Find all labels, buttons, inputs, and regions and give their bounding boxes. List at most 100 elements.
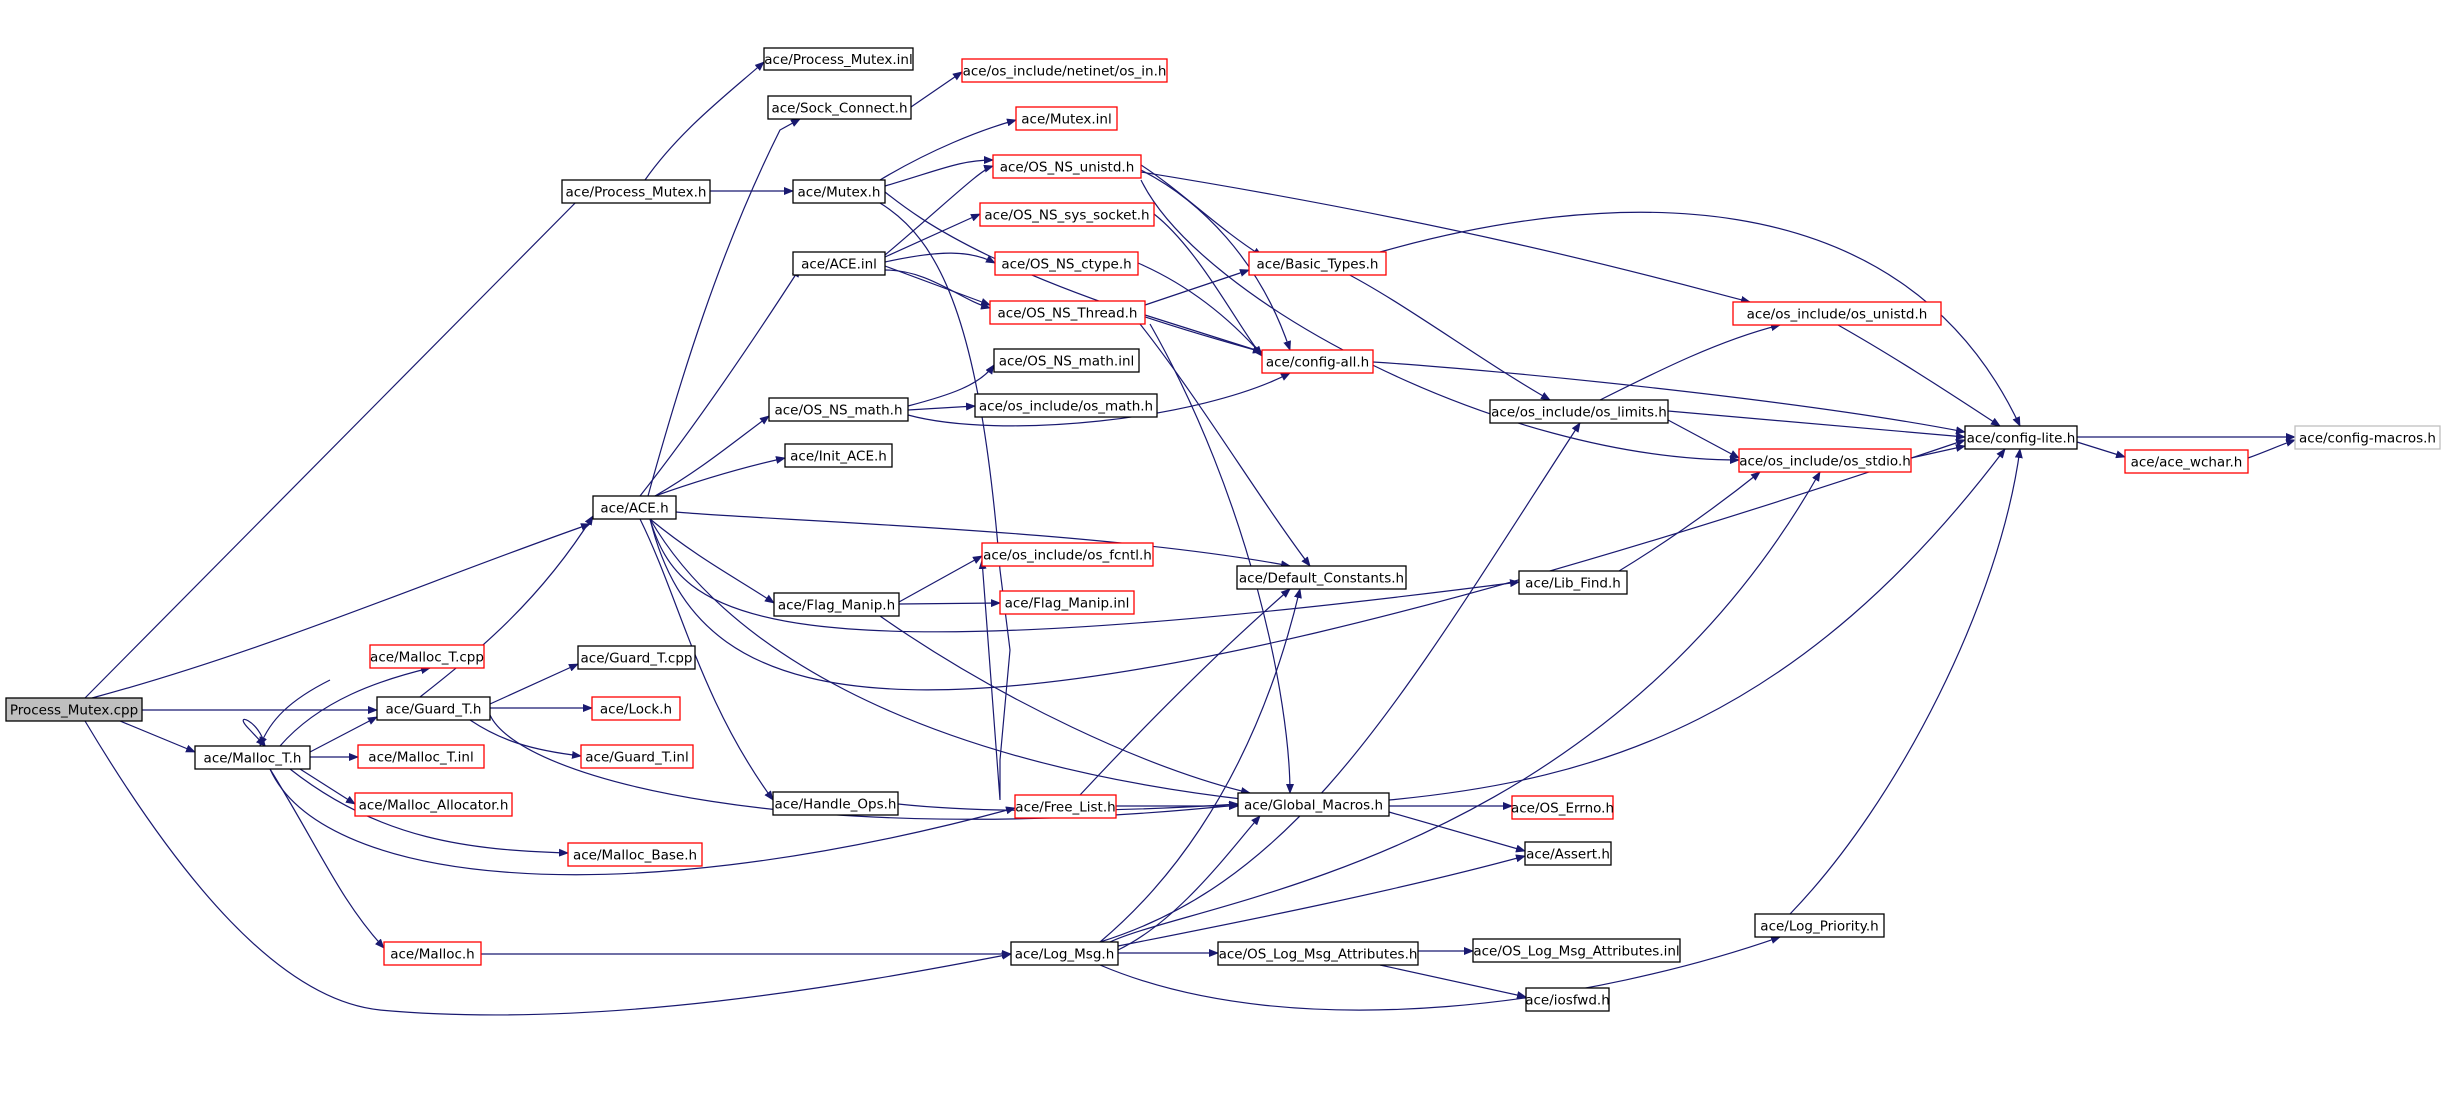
file-node[interactable]: ace/config-macros.h xyxy=(2294,425,2441,450)
dependency-edge xyxy=(1140,171,1751,304)
file-node[interactable]: ace/Basic_Types.h xyxy=(1248,251,1387,276)
dependency-edge xyxy=(2247,439,2296,459)
file-node[interactable]: ace/Process_Mutex.inl xyxy=(763,47,914,71)
file-node[interactable]: ace/Malloc.h xyxy=(383,941,482,966)
dependency-edge xyxy=(1667,419,1740,459)
dependency-edge xyxy=(907,364,995,407)
file-node-box xyxy=(994,251,1139,276)
file-node-box xyxy=(1015,106,1118,131)
file-node[interactable]: ace/ace_wchar.h xyxy=(2124,449,2249,474)
file-node[interactable]: ace/OS_Log_Msg_Attributes.inl xyxy=(1472,938,1681,963)
file-node[interactable]: ace/Log_Priority.h xyxy=(1754,913,1885,938)
file-node[interactable]: ace/os_include/os_math.h xyxy=(974,393,1158,418)
file-node-label: ace/config-all.h xyxy=(1266,355,1369,371)
dependency-edge xyxy=(898,599,1001,608)
file-node-box xyxy=(5,697,143,722)
dependency-edge xyxy=(879,615,1251,795)
dependency-edge xyxy=(1079,588,1291,796)
file-node[interactable]: ace/OS_NS_math.h xyxy=(768,397,909,422)
file-node[interactable]: ace/OS_NS_math.inl xyxy=(993,348,1140,373)
file-node-label: ace/OS_NS_unistd.h xyxy=(1000,160,1135,176)
file-node-box xyxy=(1010,941,1119,966)
file-node[interactable]: ace/Free_List.h xyxy=(1014,794,1117,819)
file-node[interactable]: ace/config-lite.h xyxy=(1964,425,2078,450)
file-node-label: ace/config-lite.h xyxy=(1967,431,2076,447)
file-node-label: ace/Malloc_T.h xyxy=(204,751,302,767)
file-node[interactable]: ace/Process_Mutex.h xyxy=(561,179,711,204)
dependency-edge xyxy=(898,555,983,603)
dependency-edge xyxy=(1149,323,1294,794)
file-node-box xyxy=(1732,301,1942,326)
dependency-edges xyxy=(84,61,2296,1016)
dependency-edge xyxy=(419,515,594,698)
file-node-label: ace/os_include/os_unistd.h xyxy=(1747,307,1928,323)
file-node-box xyxy=(2294,425,2441,450)
file-node-box xyxy=(1014,794,1117,819)
file-node-box xyxy=(1524,841,1612,866)
file-node[interactable]: ace/Lock.h xyxy=(591,696,681,721)
file-node-label: ace/os_include/os_math.h xyxy=(979,399,1153,415)
file-node[interactable]: ace/Flag_Manip.inl xyxy=(999,590,1135,615)
dependency-edge xyxy=(1140,164,1263,257)
dependency-edge xyxy=(907,402,976,411)
file-node[interactable]: Process_Mutex.cpp xyxy=(5,697,143,722)
file-node[interactable]: ace/iosfwd.h xyxy=(1525,987,1610,1012)
file-node-label: ace/os_include/netinet/os_in.h xyxy=(963,64,1167,80)
file-node[interactable]: ace/Malloc_T.cpp xyxy=(369,644,485,669)
file-node[interactable]: ace/OS_Errno.h xyxy=(1511,795,1614,820)
file-node-label: ace/Lock.h xyxy=(600,702,672,718)
dependency-edge xyxy=(644,61,765,181)
file-node[interactable]: ace/Assert.h xyxy=(1524,841,1612,866)
dependency-edge xyxy=(649,518,775,604)
file-node-label: ace/Guard_T.h xyxy=(386,702,482,718)
file-node[interactable]: ace/os_include/netinet/os_in.h xyxy=(961,58,1168,83)
dependency-edge xyxy=(639,267,801,497)
file-node[interactable]: ace/OS_NS_ctype.h xyxy=(994,251,1139,276)
dependency-edge xyxy=(1372,361,1966,435)
file-node-label: ace/Init_ACE.h xyxy=(790,449,887,465)
file-node[interactable]: ace/OS_NS_unistd.h xyxy=(992,154,1142,179)
file-node[interactable]: ace/Malloc_T.h xyxy=(194,745,311,770)
file-node[interactable]: ace/Malloc_Base.h xyxy=(567,842,703,867)
file-node[interactable]: ace/os_include/os_fcntl.h xyxy=(981,542,1154,567)
file-node-label: ace/Mutex.inl xyxy=(1021,112,1111,128)
file-node-box xyxy=(773,592,900,617)
file-node[interactable]: ace/Malloc_T.inl xyxy=(357,744,485,769)
file-node[interactable]: ace/Guard_T.cpp xyxy=(577,645,696,670)
file-node[interactable]: ace/OS_NS_sys_socket.h xyxy=(979,202,1155,227)
file-node-label: ace/Sock_Connect.h xyxy=(771,101,907,117)
file-node[interactable]: ace/Default_Constants.h xyxy=(1236,565,1407,590)
file-node[interactable]: ace/Log_Msg.h xyxy=(1010,941,1119,966)
file-node[interactable]: ace/ACE.h xyxy=(592,495,677,520)
dependency-edge xyxy=(1667,410,1966,441)
file-node-label: ace/iosfwd.h xyxy=(1525,993,1610,1009)
file-node[interactable]: ace/OS_Log_Msg_Attributes.h xyxy=(1217,941,1419,966)
file-node[interactable]: ace/os_include/os_stdio.h xyxy=(1738,448,1912,473)
file-node[interactable]: ace/Sock_Connect.h xyxy=(767,95,912,120)
file-node[interactable]: ace/Handle_Ops.h xyxy=(772,791,899,816)
file-node[interactable]: ace/ACE.inl xyxy=(792,251,886,276)
dependency-edge xyxy=(84,720,1012,1016)
file-node[interactable]: ace/Init_ACE.h xyxy=(784,443,893,468)
file-node-box xyxy=(1261,349,1374,374)
file-node[interactable]: ace/Global_Macros.h xyxy=(1237,792,1390,817)
file-node-label: ace/ACE.h xyxy=(600,501,668,517)
dependency-edge xyxy=(259,679,331,747)
file-node[interactable]: ace/Mutex.inl xyxy=(1015,106,1118,131)
file-node[interactable]: ace/Flag_Manip.h xyxy=(773,592,900,617)
file-node-box xyxy=(567,842,703,867)
file-node[interactable]: ace/OS_NS_Thread.h xyxy=(989,300,1146,325)
dependency-edge xyxy=(647,118,801,497)
file-node[interactable]: ace/Lib_Find.h xyxy=(1518,570,1628,595)
file-node-box xyxy=(772,791,899,816)
file-node[interactable]: ace/Malloc_Allocator.h xyxy=(354,792,513,817)
dependency-edge xyxy=(884,269,991,310)
file-node-label: ace/OS_NS_ctype.h xyxy=(1001,257,1131,273)
file-node[interactable]: ace/Mutex.h xyxy=(792,179,886,204)
file-node[interactable]: ace/config-all.h xyxy=(1261,349,1374,374)
file-node[interactable]: ace/os_include/os_limits.h xyxy=(1489,399,1669,424)
file-node[interactable]: ace/Guard_T.h xyxy=(376,696,491,721)
file-node[interactable]: ace/os_include/os_unistd.h xyxy=(1732,301,1942,326)
file-node[interactable]: ace/Guard_T.inl xyxy=(580,744,694,769)
file-node-label: ace/Log_Msg.h xyxy=(1015,947,1115,963)
